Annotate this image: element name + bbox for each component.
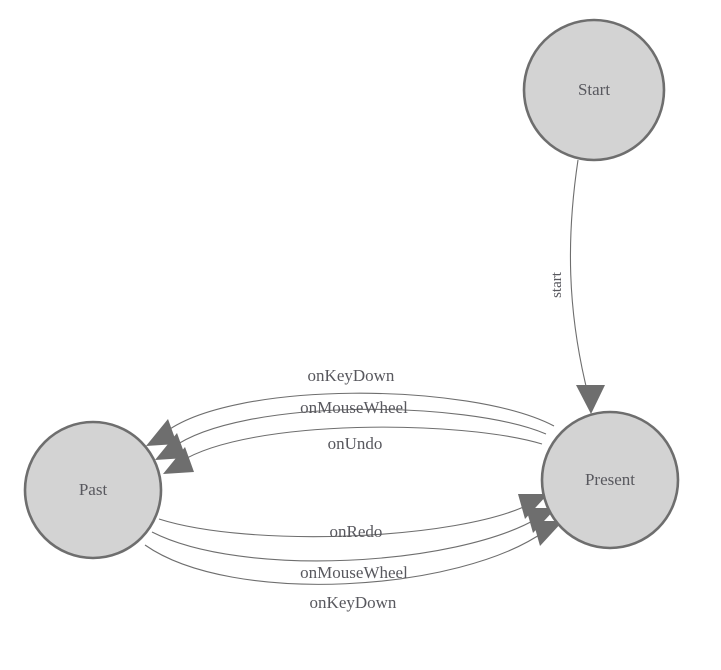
edge-redo-mousewheel-path <box>151 517 539 562</box>
edge-undo-path <box>179 426 543 463</box>
edge-label-start: start <box>549 271 565 298</box>
edge-label-undo-keydown: onKeyDown <box>308 366 395 385</box>
node-present-circle <box>540 410 680 550</box>
edge-redo-mousewheel[interactable] <box>151 508 556 562</box>
node-start[interactable]: Start <box>522 18 666 162</box>
edge-start-path <box>569 159 587 387</box>
edge-undo-mousewheel[interactable] <box>155 408 547 460</box>
edge-label-redo-keydown: onKeyDown <box>310 593 397 612</box>
node-past-circle <box>23 420 163 560</box>
edge-redo-keydown-arrowhead <box>533 521 563 546</box>
edge-undo-arrowhead <box>163 447 194 474</box>
edge-undo-mousewheel-arrowhead <box>155 433 186 460</box>
edge-label-undo: onUndo <box>328 434 383 453</box>
node-present-label: Present <box>585 470 635 489</box>
edge-label-undo-mousewheel: onMouseWheel <box>300 398 408 417</box>
node-present[interactable]: Present <box>540 410 680 550</box>
edge-undo[interactable] <box>163 426 543 474</box>
edge-redo-arrowhead <box>518 494 548 519</box>
edge-redo[interactable] <box>158 494 548 538</box>
edge-undo-keydown-arrowhead <box>146 419 177 446</box>
node-start-circle <box>522 18 666 162</box>
edge-undo-keydown-path <box>162 392 555 435</box>
edge-label-redo: onRedo <box>330 522 383 541</box>
edge-redo-keydown[interactable] <box>144 521 563 585</box>
edge-undo-keydown[interactable] <box>146 392 555 446</box>
edge-redo-mousewheel-arrowhead <box>526 508 556 533</box>
edge-redo-path <box>158 503 531 538</box>
node-past[interactable]: Past <box>23 420 163 560</box>
edge-label-redo-mousewheel: onMouseWheel <box>300 563 408 582</box>
edge-start[interactable] <box>569 159 605 414</box>
edge-start-arrowhead <box>576 385 605 414</box>
edge-undo-mousewheel-path <box>171 408 547 449</box>
edge-redo-keydown-path <box>144 530 546 585</box>
node-past-label: Past <box>79 480 108 499</box>
node-start-label: Start <box>578 80 610 99</box>
